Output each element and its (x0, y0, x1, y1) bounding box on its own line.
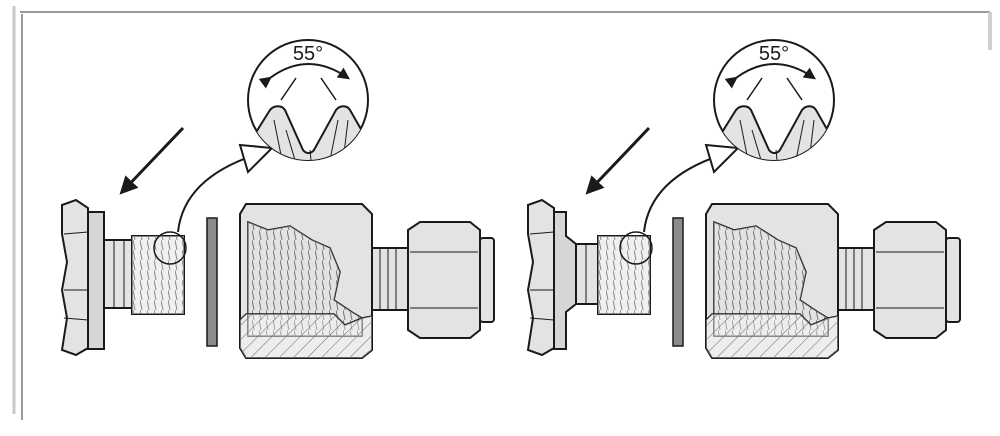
callout-arrow-icon (177, 154, 256, 233)
direction-arrow-icon (585, 126, 651, 195)
panel-right: 55° (526, 39, 961, 359)
section-hatch (705, 313, 839, 359)
compression-nut (873, 221, 947, 339)
flange (553, 211, 577, 350)
gasket (672, 217, 684, 347)
section-hatch (239, 313, 373, 359)
callout-arrow-icon (643, 154, 722, 233)
zoom-region-circle (619, 231, 653, 265)
tube-end (945, 237, 961, 323)
thread-angle-label: 55° (293, 43, 323, 65)
gasket (206, 217, 218, 347)
direction-arrow-icon (119, 126, 185, 195)
panel-left: 55° (60, 39, 495, 359)
flange (87, 211, 105, 350)
hex-nut (526, 198, 555, 357)
tube-end (479, 237, 495, 323)
thread-angle-label: 55° (759, 43, 789, 65)
compression-nut (407, 221, 481, 339)
hex-nut (60, 198, 89, 357)
zoom-region-circle (153, 231, 187, 265)
